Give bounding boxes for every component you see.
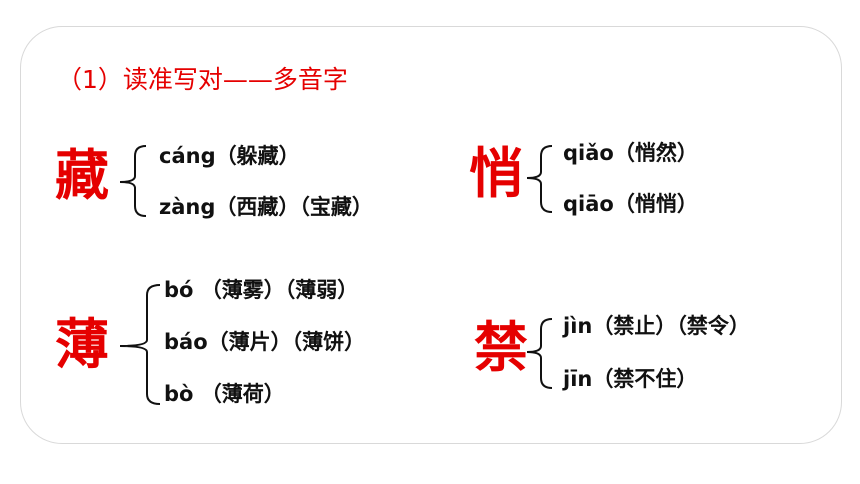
example-words: （悄悄） — [613, 192, 698, 216]
char-qiao: 悄 — [469, 142, 523, 205]
content-card — [20, 26, 842, 444]
reading-cang-2: zàng（西藏）（宝藏） — [159, 197, 373, 218]
brace-qiao — [526, 145, 553, 213]
example-words: （薄片）（薄饼） — [207, 330, 366, 354]
reading-qiao-1: qiǎo（悄然） — [563, 143, 698, 164]
example-words: （禁止）（禁令） — [592, 314, 750, 338]
reading-bo-3: bò （薄荷） — [164, 384, 285, 405]
reading-bo-2: báo（薄片）（薄饼） — [164, 332, 365, 353]
reading-bo-1: bó （薄雾）（薄弱） — [164, 280, 358, 301]
char-bo: 薄 — [55, 313, 109, 376]
pinyin: bó — [164, 278, 194, 302]
pinyin: zàng — [159, 195, 216, 219]
brace-jin — [526, 318, 553, 389]
pinyin: qiǎo — [563, 141, 614, 165]
example-words: （薄雾）（薄弱） — [193, 278, 359, 302]
reading-jin-1: jìn（禁止）（禁令） — [563, 316, 750, 337]
reading-jin-2: jīn（禁不住） — [563, 369, 697, 390]
brace-bo — [119, 284, 161, 405]
pinyin: jìn — [563, 314, 593, 338]
pinyin: bò — [164, 382, 194, 406]
pinyin: qiāo — [563, 192, 614, 216]
pinyin: báo — [164, 330, 208, 354]
pinyin: cáng — [159, 144, 216, 168]
section-title: （1）读准写对——多音字 — [57, 65, 348, 94]
example-words: （西藏）（宝藏） — [215, 195, 373, 219]
pinyin: jīn — [563, 367, 593, 391]
char-cang: 藏 — [55, 144, 109, 207]
example-words: （悄然） — [613, 141, 698, 165]
example-words: （薄荷） — [193, 382, 285, 406]
reading-cang-1: cáng（躲藏） — [159, 146, 300, 167]
brace-cang — [119, 145, 147, 217]
example-words: （躲藏） — [215, 144, 300, 168]
char-jin: 禁 — [474, 316, 528, 379]
example-words: （禁不住） — [592, 367, 698, 391]
reading-qiao-2: qiāo（悄悄） — [563, 194, 698, 215]
